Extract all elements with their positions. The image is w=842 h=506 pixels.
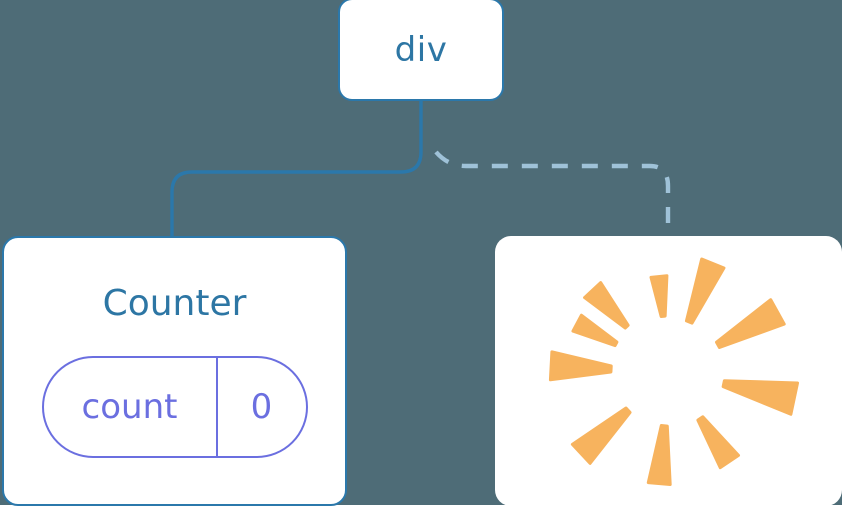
node-sparkle[interactable] bbox=[495, 236, 842, 506]
edge-div-to-sparkle bbox=[434, 150, 671, 237]
sparkle-ray-7 bbox=[721, 379, 800, 416]
node-div-label: div bbox=[394, 29, 448, 70]
sparkle-ray-4 bbox=[570, 406, 632, 465]
sparkle-ray-3 bbox=[548, 350, 613, 382]
sparkle-ray-8 bbox=[715, 298, 786, 349]
state-value-label: 0 bbox=[250, 387, 273, 427]
sparkle-ray-9 bbox=[571, 313, 619, 348]
edge-div-to-counter bbox=[170, 99, 423, 239]
sparkle-ray-0 bbox=[684, 257, 726, 325]
node-counter[interactable]: Counter count 0 bbox=[2, 236, 347, 506]
sparkle-ray-1 bbox=[649, 274, 669, 319]
sparkle-ray-5 bbox=[646, 424, 672, 487]
node-div[interactable]: div bbox=[338, 0, 504, 101]
state-pill[interactable]: count 0 bbox=[41, 356, 308, 458]
state-key-label: count bbox=[81, 387, 178, 427]
node-counter-label: Counter bbox=[102, 283, 247, 324]
sparkle-ray-2 bbox=[583, 281, 630, 330]
sparkle-ray-6 bbox=[696, 415, 741, 470]
sparkle-burst-icon bbox=[548, 257, 800, 487]
state-divider bbox=[215, 358, 218, 456]
